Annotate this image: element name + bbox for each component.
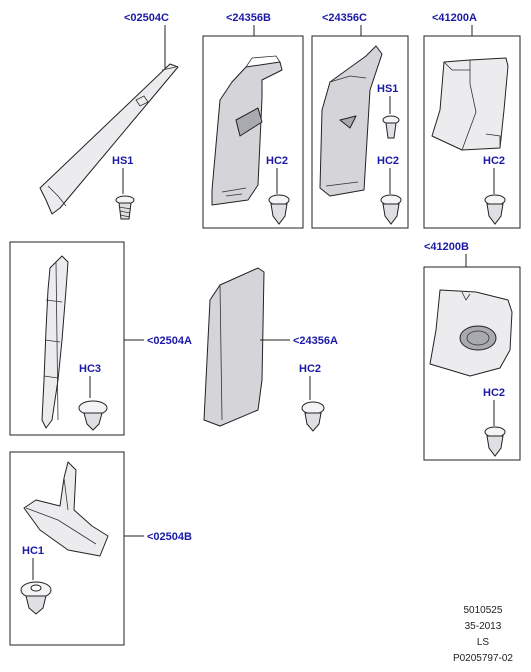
clip-body-icon: [25, 595, 47, 615]
box-24356C: <24356C HS1 HC2: [311, 12, 409, 229]
c-pillar-detail-lines: [325, 75, 367, 187]
frame-02504A: [9, 241, 125, 436]
b-pillar-detail-lines: [221, 55, 281, 197]
clip-hole-icon: [30, 584, 42, 592]
d-pillar-trim-upper: [431, 57, 509, 151]
box-24356B: <24356B HC2: [202, 12, 304, 229]
clip-body-icon: [382, 203, 400, 225]
hs1-screw-upper-left: HS1: [112, 155, 135, 220]
drawing-date: 35-2013: [464, 621, 502, 632]
frame-24356C: [311, 35, 409, 229]
ref-24356A[interactable]: <24356A: [293, 335, 338, 347]
ref-41200B[interactable]: <41200B: [424, 241, 469, 253]
box-41200B: <41200B HC2: [423, 241, 521, 461]
ref-24356B[interactable]: <24356B: [226, 12, 271, 24]
drawing-code: LS: [476, 637, 490, 648]
label-hc2-24356C: HC2: [377, 155, 399, 167]
part-24356A: <24356A HC2: [203, 267, 338, 432]
a-pillar-trim-lower: [41, 255, 69, 429]
frame-41200B: [423, 266, 521, 461]
frame-41200A: [423, 35, 521, 229]
sill-trim-footwell: [23, 461, 109, 557]
clip-body-icon: [83, 412, 103, 431]
clip-body-icon: [304, 412, 322, 432]
b-pillar-trim-lower: [211, 61, 283, 206]
clip-body-icon: [486, 435, 504, 457]
box-02504A: <02504A HC3: [9, 241, 192, 436]
label-hs1-24356C: HS1: [377, 83, 398, 95]
speaker-grille: [459, 325, 497, 351]
b-pillar-upper-detail: [209, 284, 223, 421]
a-pillar-lower-detail: [43, 261, 63, 421]
clip-body-icon: [270, 203, 288, 225]
clip-head-icon: [301, 401, 325, 415]
ref-02504B[interactable]: <02504B: [147, 531, 192, 543]
label-hc2-24356A: HC2: [299, 363, 321, 375]
label-hs1-upper-left: HS1: [112, 155, 133, 167]
label-hc2-24356B: HC2: [266, 155, 288, 167]
drawing-number: 5010525: [463, 605, 503, 616]
a-pillar-trim-detail: [47, 66, 177, 207]
ref-02504C[interactable]: <02504C: [124, 12, 169, 24]
b-pillar-trim-upper: [203, 267, 265, 427]
d-pillar-lower-detail: [461, 291, 471, 301]
drawing-ref: P0205797-02: [452, 653, 513, 664]
speaker-grille-inner: [466, 330, 490, 346]
d-pillar-detail-lines: [443, 60, 501, 151]
a-pillar-trim-body: [39, 63, 179, 215]
box-02504B: <02504B HC1: [9, 451, 192, 646]
label-hc2-41200B: HC2: [483, 387, 505, 399]
c-pillar-vent-hole: [339, 115, 357, 129]
label-hc2-41200A: HC2: [483, 155, 505, 167]
label-hc1: HC1: [22, 545, 44, 557]
b-pillar-seatbelt-slot: [235, 107, 263, 137]
frame-02504B: [9, 451, 125, 646]
ref-24356C[interactable]: <24356C: [322, 12, 367, 24]
a-pillar-trim-upper: <02504C: [39, 12, 179, 215]
label-hc3: HC3: [79, 363, 101, 375]
ref-41200A[interactable]: <41200A: [432, 12, 477, 24]
box-41200A: <41200A HC2: [423, 12, 521, 229]
clip-body-icon: [486, 203, 504, 225]
screw-shank-icon: [385, 122, 397, 139]
drawing-info: 5010525 35-2013 LS P0205797-02: [453, 603, 513, 667]
screw-thread-icon: [118, 206, 132, 218]
frame-24356B: [202, 35, 304, 229]
sill-trim-detail: [25, 477, 97, 545]
ref-02504A[interactable]: <02504A: [147, 335, 192, 347]
